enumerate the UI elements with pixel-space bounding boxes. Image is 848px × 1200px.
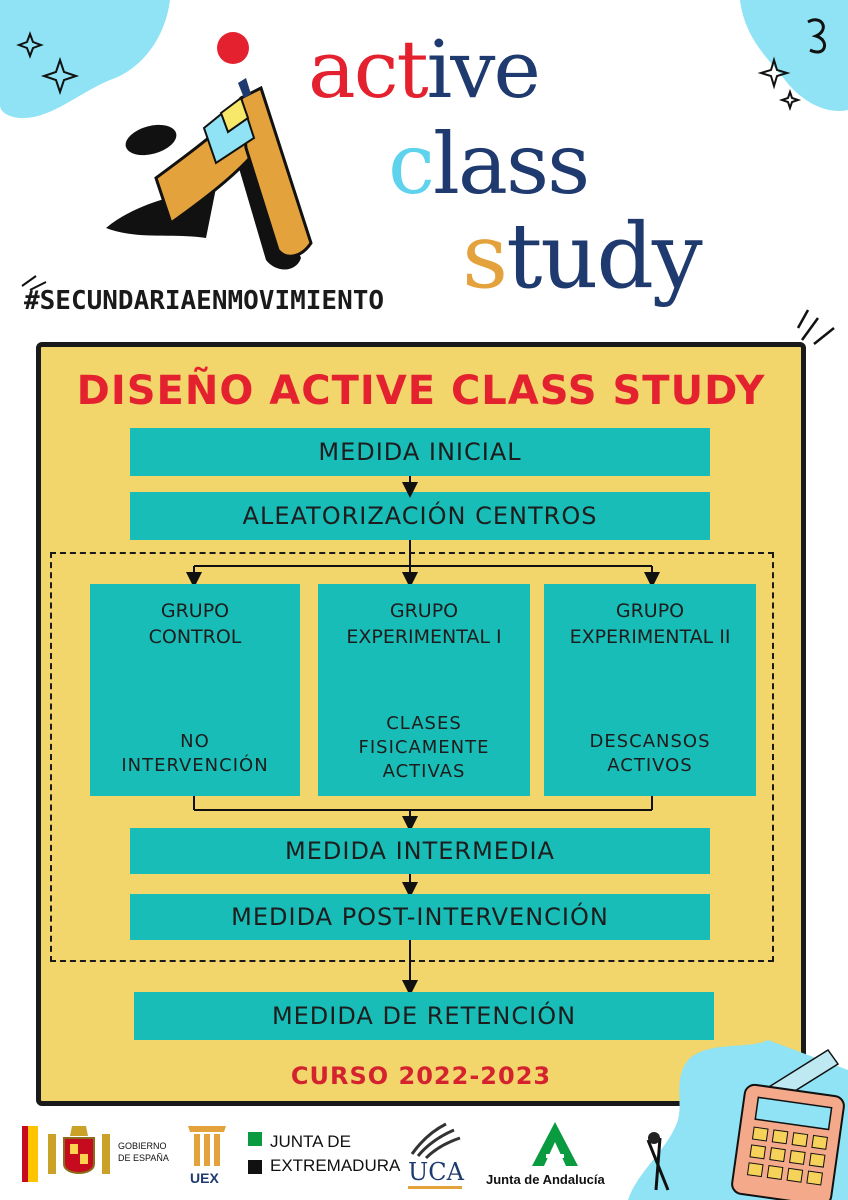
group-body-line2: FISICAMENTE bbox=[358, 737, 490, 758]
group-body-line1: NO bbox=[180, 731, 210, 752]
group-control-title: GRUPO CONTROL bbox=[90, 598, 300, 650]
sponsor-junta-andalucia: Junta de Andalucía bbox=[486, 1120, 642, 1192]
group-body-line1: DESCANSOS bbox=[589, 731, 711, 752]
uex-column-icon bbox=[188, 1126, 226, 1166]
junta-andalucia-text: Junta de Andalucía bbox=[486, 1172, 605, 1187]
medida-post-label: MEDIDA POST-INTERVENCIÓN bbox=[231, 903, 609, 931]
gobierno-line1: GOBIERNO bbox=[118, 1141, 167, 1151]
gobierno-line2: DE ESPAÑA bbox=[118, 1153, 169, 1163]
group-experimental-1-title: GRUPO EXPERIMENTAL I bbox=[318, 598, 530, 650]
group-body-line2: INTERVENCIÓN bbox=[121, 755, 269, 776]
uex-label: UEX bbox=[190, 1170, 219, 1186]
group-body-line2: ACTIVOS bbox=[607, 755, 693, 776]
junta-ext-black-square bbox=[248, 1160, 262, 1174]
group-body-line3: ACTIVAS bbox=[382, 761, 466, 782]
medida-retencion-label: MEDIDA DE RETENCIÓN bbox=[271, 1002, 577, 1030]
hashtag-accent-lines-icon bbox=[21, 275, 47, 291]
group-control-box: GRUPO CONTROL NO INTERVENCIÓN bbox=[90, 584, 300, 796]
medida-inicial-box: MEDIDA INICIAL bbox=[130, 428, 710, 476]
curso-label: CURSO 2022-2023 bbox=[290, 1062, 552, 1090]
junta-ext-line2: EXTREMADURA bbox=[270, 1156, 401, 1175]
uca-emblem-icon bbox=[410, 1122, 461, 1160]
medida-retencion-box: MEDIDA DE RETENCIÓN bbox=[134, 992, 714, 1040]
group-experimental-2-box: GRUPO EXPERIMENTAL II DESCANSOS ACTIVOS bbox=[544, 584, 756, 796]
logo-word-active: active bbox=[308, 23, 541, 116]
junta-andalucia-logo-icon bbox=[532, 1122, 578, 1166]
sponsor-uca: UCA bbox=[402, 1120, 468, 1192]
spain-coat-of-arms-icon bbox=[48, 1126, 110, 1174]
group-control-body: NO INTERVENCIÓN bbox=[90, 730, 300, 778]
medida-intermedia-box: MEDIDA INTERMEDIA bbox=[130, 828, 710, 874]
hashtag-label: #SECUNDARIAENMOVIMIENTO bbox=[24, 286, 385, 316]
group-experimental-2-body: DESCANSOS ACTIVOS bbox=[544, 730, 756, 778]
logo-word-study: study bbox=[462, 204, 703, 309]
medida-intermedia-label: MEDIDA INTERMEDIA bbox=[285, 837, 555, 865]
aleatorizacion-label: ALEATORIZACIÓN CENTROS bbox=[242, 502, 598, 530]
sponsor-gobierno-espana: GOBIERNO DE ESPAÑA bbox=[22, 1120, 174, 1192]
group-title-line1: GRUPO bbox=[615, 600, 685, 622]
active-class-logo-icon bbox=[106, 32, 313, 270]
group-experimental-1-box: GRUPO EXPERIMENTAL I CLASES FISICAMENTE … bbox=[318, 584, 530, 796]
diagram-title: DISEÑO ACTIVE CLASS STUDY bbox=[76, 368, 766, 414]
logo-word-class: class bbox=[388, 115, 590, 213]
intervention-dashed-frame bbox=[50, 552, 774, 962]
uca-label: UCA bbox=[408, 1158, 464, 1186]
aleatorizacion-box: ALEATORIZACIÓN CENTROS bbox=[130, 492, 710, 540]
sponsor-junta-extremadura: JUNTA DE EXTREMADURA bbox=[248, 1120, 400, 1192]
medida-inicial-label: MEDIDA INICIAL bbox=[318, 438, 522, 466]
decorative-blob-top-right bbox=[740, 0, 848, 112]
group-experimental-1-body: CLASES FISICAMENTE ACTIVAS bbox=[318, 712, 530, 784]
calculator-decoration-icon bbox=[628, 1040, 848, 1200]
junta-ext-text: JUNTA DE EXTREMADURA bbox=[270, 1130, 400, 1178]
medida-post-box: MEDIDA POST-INTERVENCIÓN bbox=[130, 894, 710, 940]
spain-flag-stripe bbox=[22, 1126, 28, 1182]
group-title-line1: GRUPO bbox=[389, 600, 459, 622]
group-title-line2: CONTROL bbox=[148, 626, 242, 648]
junta-ext-line1: JUNTA DE bbox=[270, 1132, 351, 1151]
sponsor-uex: UEX bbox=[184, 1120, 230, 1192]
group-title-line1: GRUPO bbox=[160, 600, 230, 622]
junta-ext-green-square bbox=[248, 1132, 262, 1146]
gobierno-text: GOBIERNO DE ESPAÑA bbox=[118, 1140, 169, 1164]
spain-flag-stripe-yellow bbox=[28, 1126, 38, 1182]
group-title-line2: EXPERIMENTAL I bbox=[346, 626, 502, 648]
group-body-line1: CLASES bbox=[386, 713, 462, 734]
uca-underline bbox=[408, 1186, 462, 1189]
board-accent-lines-icon bbox=[796, 309, 835, 345]
group-experimental-2-title: GRUPO EXPERIMENTAL II bbox=[544, 598, 756, 650]
group-title-line2: EXPERIMENTAL II bbox=[569, 626, 731, 648]
decorative-blob-top-left bbox=[0, 0, 170, 119]
